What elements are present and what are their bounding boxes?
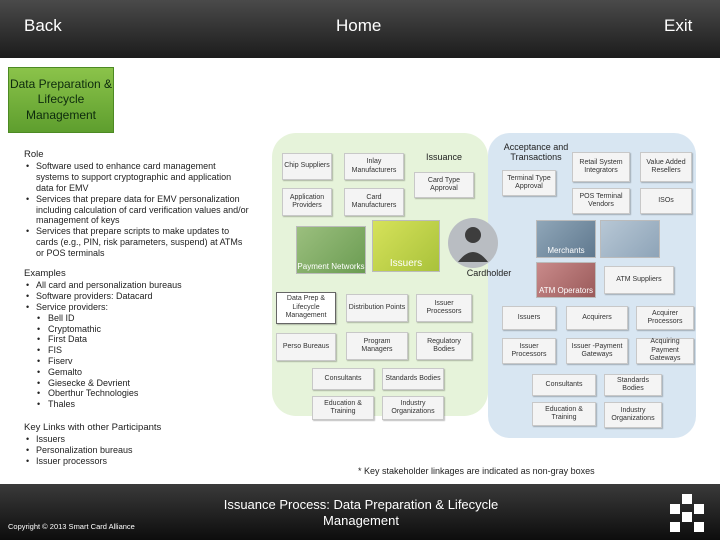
example-item: Service providers: — [24, 302, 249, 313]
key-link-item: Issuer processors — [24, 456, 249, 467]
example-sub-item: Fiserv — [24, 356, 249, 367]
inlay-manufacturers-box[interactable]: Inlay Manufacturers — [344, 153, 404, 180]
atm-picture: ATM Operators — [536, 262, 596, 298]
person-icon — [458, 227, 488, 262]
issuers-picture: Issuers — [372, 220, 440, 272]
key-link-item: Personalization bureaus — [24, 445, 249, 456]
example-sub-item: Oberthur Technologies — [24, 388, 249, 399]
acceptance-label: Acceptance and Transactions — [503, 142, 569, 163]
acquirer-processors-box[interactable]: Acquirer Processors — [636, 306, 694, 330]
regulatory-bodies-box[interactable]: Regulatory Bodies — [416, 332, 472, 360]
perso-bureaus-box[interactable]: Perso Bureaus — [276, 333, 336, 361]
issuance-label: Issuance — [425, 152, 463, 162]
example-item: Software providers: Datacard — [24, 291, 249, 302]
card-manufacturers-box[interactable]: Card Manufacturers — [344, 188, 404, 216]
consultants-left-box[interactable]: Consultants — [312, 368, 374, 390]
standards-bodies-right-box[interactable]: Standards Bodies — [604, 374, 662, 396]
education-training-right-box[interactable]: Education & Training — [532, 402, 596, 426]
pos-terminal-vendors-box[interactable]: POS Terminal Vendors — [572, 188, 630, 214]
example-sub-item: First Data — [24, 334, 249, 345]
retail-picture — [600, 220, 660, 258]
acquirers-box[interactable]: Acquirers — [566, 306, 628, 330]
issuers-box[interactable]: Issuers — [502, 306, 556, 330]
data-prep-box[interactable]: Data Prep & Lifecycle Management — [276, 292, 336, 324]
role-item: Services that prepare data for EMV perso… — [24, 194, 249, 226]
cardholder-label: Cardholder — [466, 268, 512, 278]
atm-picture-label: ATM Operators — [538, 286, 594, 295]
education-training-left-box[interactable]: Education & Training — [312, 396, 374, 420]
application-providers-box[interactable]: Application Providers — [282, 188, 332, 216]
key-links-section: Key Links with other Participants Issuer… — [24, 422, 249, 467]
merchants-picture-label: Merchants — [547, 246, 585, 255]
example-item: All card and personalization bureaus — [24, 280, 249, 291]
terminal-type-approval-box[interactable]: Terminal Type Approval — [502, 170, 556, 196]
role-heading: Role — [24, 149, 44, 160]
distribution-points-box[interactable]: Distribution Points — [346, 294, 408, 322]
example-sub-item: Giesecke & Devrient — [24, 378, 249, 389]
consultants-right-box[interactable]: Consultants — [532, 374, 596, 396]
industry-organizations-left-box[interactable]: Industry Organizations — [382, 396, 444, 420]
footer-bar — [0, 484, 720, 540]
stakeholder-note: * Key stakeholder linkages are indicated… — [358, 466, 595, 476]
issuer-payment-gateways-box[interactable]: Issuer -Payment Gateways — [566, 338, 628, 364]
acquiring-payment-gateways-box[interactable]: Acquiring Payment Gateways — [636, 338, 694, 364]
card-type-approval-box[interactable]: Card Type Approval — [414, 172, 474, 198]
atm-suppliers-box[interactable]: ATM Suppliers — [604, 266, 674, 294]
merchants-picture: Merchants — [536, 220, 596, 258]
key-link-item: Issuers — [24, 434, 249, 445]
retail-system-integrators-box[interactable]: Retail System Integrators — [572, 152, 630, 182]
back-link[interactable]: Back — [24, 16, 62, 35]
example-sub-item: FIS — [24, 345, 249, 356]
standards-bodies-left-box[interactable]: Standards Bodies — [382, 368, 444, 390]
issuers-picture-label: Issuers — [389, 258, 423, 269]
cardholder-circle — [448, 218, 498, 268]
footer-title: Issuance Process: Data Preparation & Lif… — [223, 497, 499, 529]
payment-networks-picture-label: Payment Networks — [297, 262, 365, 271]
example-sub-item: Thales — [24, 399, 249, 410]
smart-card-alliance-logo-icon — [670, 494, 704, 532]
section-badge: Data Preparation & Lifecycle Management — [8, 67, 114, 133]
example-sub-item: Bell ID — [24, 313, 249, 324]
top-nav-bar: Back Home Exit — [0, 0, 720, 58]
role-item: Services that prepare scripts to make up… — [24, 226, 249, 258]
chip-suppliers-box[interactable]: Chip Suppliers — [282, 153, 332, 180]
examples-heading: Examples — [24, 268, 66, 279]
issuer-processors-right-box[interactable]: Issuer Processors — [502, 338, 556, 364]
examples-section: Examples All card and personalization bu… — [24, 268, 249, 410]
issuer-processors-box[interactable]: Issuer Processors — [416, 294, 472, 322]
payment-networks-picture: Payment Networks — [296, 226, 366, 274]
copyright-text: Copyright © 2013 Smart Card Alliance — [8, 522, 135, 531]
program-managers-box[interactable]: Program Managers — [346, 332, 408, 360]
section-badge-label: Data Preparation & Lifecycle Management — [9, 76, 113, 122]
home-link[interactable]: Home — [336, 16, 382, 35]
value-added-resellers-box[interactable]: Value Added Resellers — [640, 152, 692, 182]
isos-box[interactable]: ISOs — [640, 188, 692, 214]
role-section: Role Software used to enhance card manag… — [24, 149, 249, 259]
example-sub-item: Gemalto — [24, 367, 249, 378]
role-item: Software used to enhance card management… — [24, 161, 249, 193]
key-links-heading: Key Links with other Participants — [24, 422, 162, 433]
exit-link[interactable]: Exit — [664, 16, 693, 35]
example-sub-item: Cryptomathic — [24, 324, 249, 335]
industry-organizations-right-box[interactable]: Industry Organizations — [604, 402, 662, 428]
